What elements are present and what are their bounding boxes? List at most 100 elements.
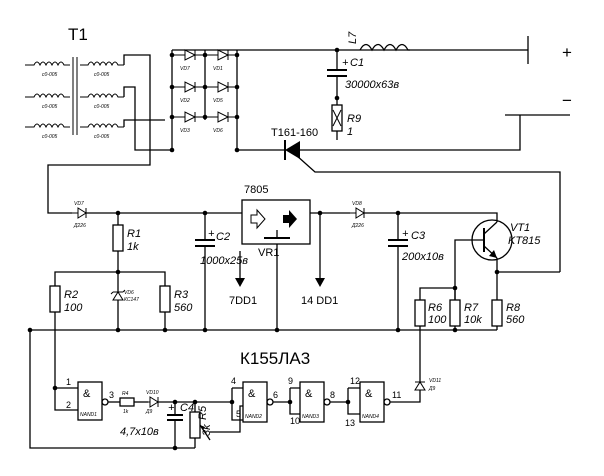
thyristor-t161: T161-160 xyxy=(237,115,561,272)
primary-winding-3: с0-005 xyxy=(25,123,70,140)
svg-text:C3: C3 xyxy=(411,230,426,242)
svg-text:VT1: VT1 xyxy=(510,222,530,234)
primary-winding-2: с0-005 xyxy=(25,93,70,110)
svg-text:3k: 3k xyxy=(201,424,213,436)
diode-bridge: VD7 VD1 VD2 VD5 VD3 VD6 xyxy=(169,49,520,153)
svg-text:&: & xyxy=(365,388,373,400)
nand-gate-1: & NAND1 1 2 3 xyxy=(52,377,120,421)
svg-text:КС147: КС147 xyxy=(124,297,139,303)
svg-text:R6: R6 xyxy=(428,302,443,314)
secondary-wire-b xyxy=(123,86,172,151)
svg-text:R1: R1 xyxy=(127,228,141,240)
svg-text:L7: L7 xyxy=(347,31,359,44)
svg-text:C4: C4 xyxy=(180,402,194,414)
secondary-wire-c xyxy=(123,119,165,127)
svg-text:с0-005: с0-005 xyxy=(42,134,58,140)
nand-gate-3: & NAND3 9 10 8 xyxy=(288,376,351,426)
secondary-winding-1: с0-005 xyxy=(80,61,124,78)
resistor-r2-body xyxy=(49,285,61,313)
svg-text:T161-160: T161-160 xyxy=(271,127,318,139)
svg-text:100: 100 xyxy=(64,302,83,314)
bridge-diode-vd2: VD2 xyxy=(172,81,205,104)
svg-text:1k: 1k xyxy=(123,409,129,415)
capacitor-c3: + C3 200x10в xyxy=(388,213,444,330)
svg-text:30000x63в: 30000x63в xyxy=(345,79,399,91)
svg-text:с0-005: с0-005 xyxy=(94,72,110,78)
secondary-wire-a xyxy=(123,54,151,153)
resistor-r3-body xyxy=(159,285,171,313)
svg-text:2: 2 xyxy=(66,400,71,410)
inductor-l7: L7 xyxy=(347,31,410,52)
svg-text:1000x25в: 1000x25в xyxy=(200,255,248,267)
svg-text:10k: 10k xyxy=(464,314,482,326)
svg-text:1: 1 xyxy=(66,377,71,387)
diode-vd8: VD8 Д226 xyxy=(350,201,470,229)
svg-text:R2: R2 xyxy=(64,289,78,301)
svg-text:6: 6 xyxy=(273,390,278,400)
svg-text:9: 9 xyxy=(288,376,293,386)
svg-text:VD3: VD3 xyxy=(180,128,190,134)
svg-text:+: + xyxy=(342,57,349,69)
zener-vd6: VD6 КС147 xyxy=(110,272,139,330)
svg-text:10: 10 xyxy=(290,416,300,426)
svg-text:R4: R4 xyxy=(122,391,129,397)
svg-text:C2: C2 xyxy=(216,231,230,243)
divider-network: R2 100 R3 560 VD6 КС147 xyxy=(49,269,193,388)
svg-text:+: + xyxy=(208,228,215,240)
svg-text:200x10в: 200x10в xyxy=(401,251,444,263)
svg-text:560: 560 xyxy=(506,314,525,326)
secondary-winding-2: с0-005 xyxy=(80,93,124,110)
bridge-diode-vd3: VD3 xyxy=(172,111,205,134)
svg-text:100: 100 xyxy=(428,314,447,326)
nand-gate-2: & NAND2 4 5 6 xyxy=(210,376,293,433)
svg-text:12: 12 xyxy=(350,376,360,386)
svg-text:с0-005: с0-005 xyxy=(94,134,110,140)
bridge-diode-vd7: VD7 xyxy=(172,49,205,72)
capacitor-c2: + C2 1000x25в xyxy=(195,213,248,330)
svg-text:VD6: VD6 xyxy=(213,128,223,134)
svg-text:R9: R9 xyxy=(347,113,361,125)
terminal-plus: + xyxy=(562,43,572,62)
svg-text:1: 1 xyxy=(347,126,353,138)
resistor-r1: R1 1k xyxy=(112,213,141,272)
svg-text:KT815: KT815 xyxy=(508,235,541,247)
svg-text:NAND3: NAND3 xyxy=(302,414,319,420)
diode-vd11: VD11 Д9 xyxy=(414,368,441,392)
svg-text:Д9: Д9 xyxy=(428,386,436,392)
svg-text:NAND4: NAND4 xyxy=(362,414,379,420)
svg-text:5: 5 xyxy=(236,409,241,419)
terminal-minus: − xyxy=(562,91,572,110)
svg-text:с0-005: с0-005 xyxy=(42,72,58,78)
resistor-r8-body xyxy=(491,299,503,327)
svg-text:R3: R3 xyxy=(174,289,189,301)
svg-text:VD6: VD6 xyxy=(124,290,134,296)
svg-text:8: 8 xyxy=(330,390,335,400)
resistor-r4: R4 1k xyxy=(119,391,148,415)
svg-text:Д226: Д226 xyxy=(351,223,364,229)
svg-text:VR1: VR1 xyxy=(258,247,279,259)
nand-gate-4: & NAND4 12 13 11 xyxy=(345,376,421,428)
bridge-diode-vd6: VD6 xyxy=(205,111,237,134)
svg-text:NAND2: NAND2 xyxy=(245,414,262,420)
transformer-label: T1 xyxy=(68,25,88,44)
svg-text:7DD1: 7DD1 xyxy=(229,295,257,307)
regulator-7805: 7805 VR1 xyxy=(241,184,350,330)
bridge-diode-vd1: VD1 xyxy=(205,49,237,72)
transistor-vt1: VT1 KT815 xyxy=(454,212,560,300)
output-terminals: + − xyxy=(505,36,572,116)
svg-text:VD8: VD8 xyxy=(352,201,362,207)
svg-text:3: 3 xyxy=(109,390,114,400)
svg-text:1k: 1k xyxy=(127,241,139,253)
svg-text:13: 13 xyxy=(345,418,355,428)
svg-text:Д226: Д226 xyxy=(73,223,86,229)
svg-text:&: & xyxy=(83,388,91,400)
svg-text:+: + xyxy=(402,228,409,240)
svg-text:VD5: VD5 xyxy=(213,98,223,104)
svg-text:VD2: VD2 xyxy=(180,98,190,104)
svg-text:7805: 7805 xyxy=(244,184,268,196)
svg-text:VD11: VD11 xyxy=(429,378,441,384)
svg-text:VD7: VD7 xyxy=(180,66,190,72)
primary-winding-1: с0-005 xyxy=(25,61,70,78)
svg-text:4: 4 xyxy=(231,376,236,386)
